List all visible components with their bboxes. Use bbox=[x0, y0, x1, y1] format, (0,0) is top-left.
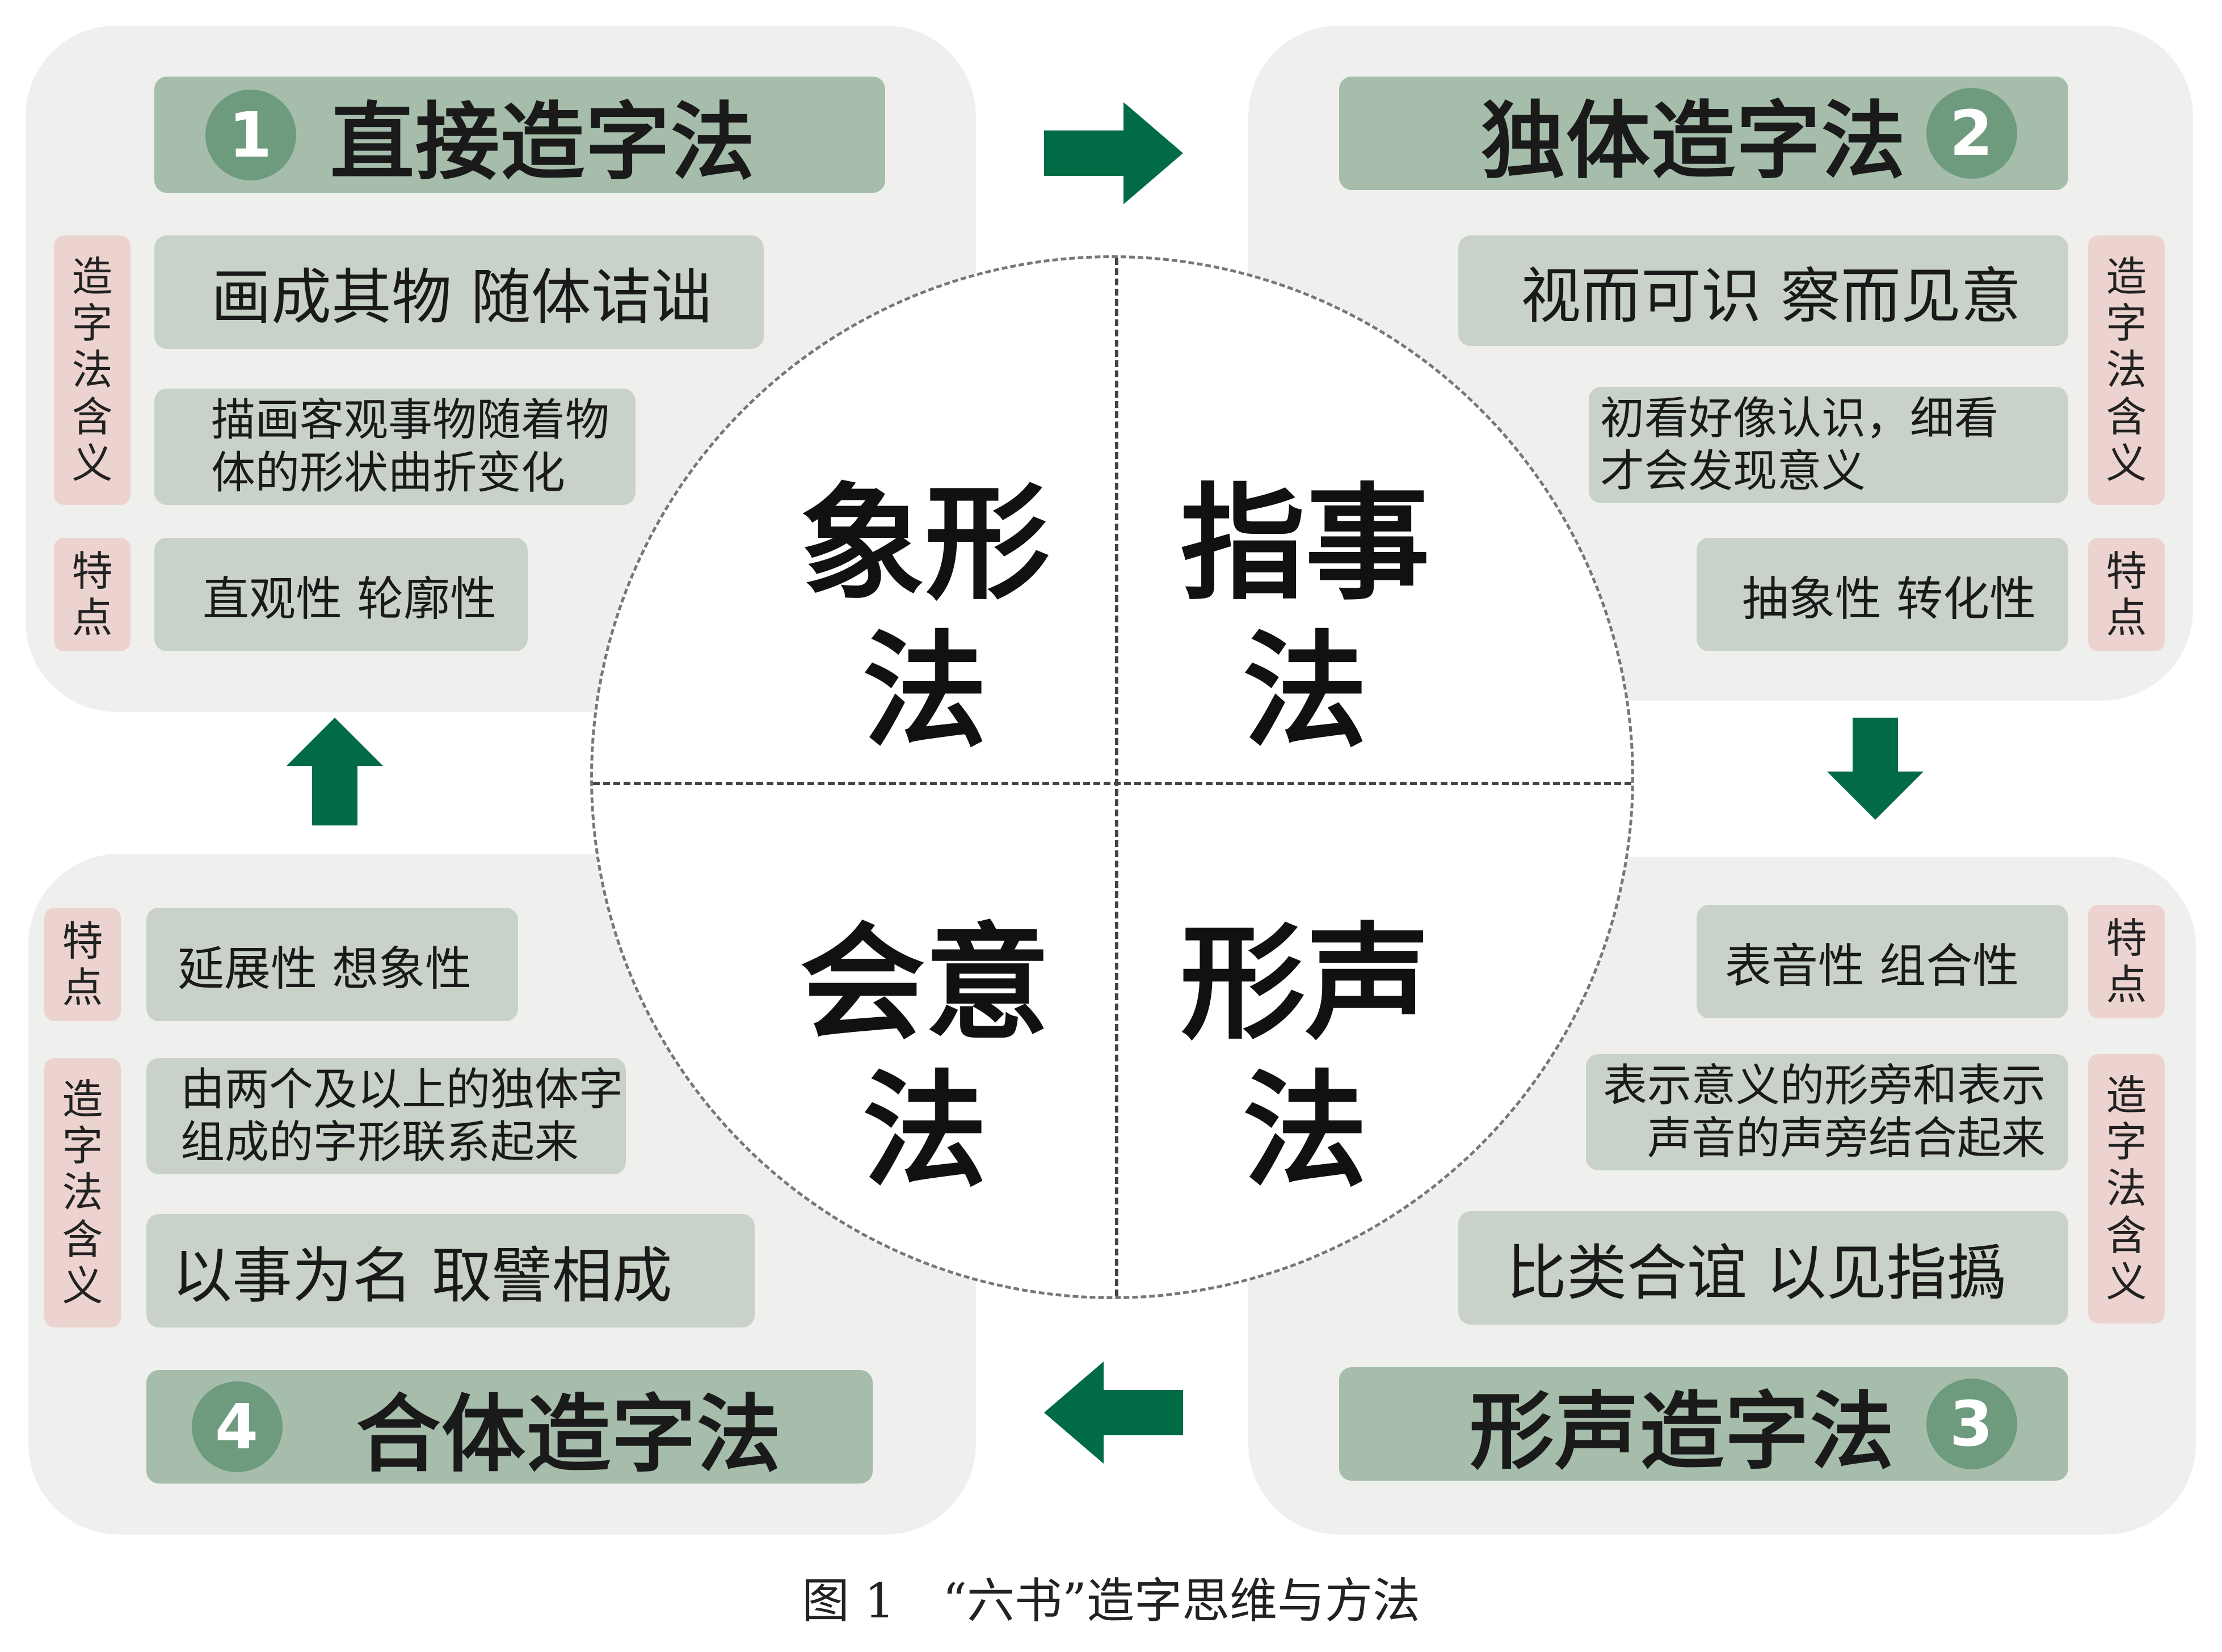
arrow-right-icon bbox=[1044, 102, 1183, 204]
description-compound: 由两个及以上的独体字 组成的字形联系起来 bbox=[146, 1058, 626, 1174]
title-independent: 独体造字法 2 bbox=[1339, 77, 2068, 190]
motto-compound-text: 以事为名 取譬相成 bbox=[172, 1241, 672, 1311]
motto-phonetic-text: 比类合谊 以见指撝 bbox=[1506, 1238, 2007, 1308]
center-circle bbox=[590, 255, 1634, 1299]
figure-caption: 图 1 “六书”造字思维与方法 bbox=[801, 1573, 1421, 1629]
title-compound: 4 合体造字法 bbox=[146, 1370, 873, 1484]
arrow-down-icon bbox=[1827, 718, 1924, 820]
center-label-associative: 会意法 bbox=[799, 911, 1050, 1204]
features-direct-text: 直观性 轮廓性 bbox=[203, 572, 497, 626]
feature-tag-compound: 特点 bbox=[44, 908, 121, 1021]
motto-independent-text: 视而可识 察而见意 bbox=[1521, 261, 2021, 331]
features-independent: 抽象性 转化性 bbox=[1697, 538, 2068, 651]
title-direct-text: 直接造字法 bbox=[330, 94, 756, 191]
description-independent: 初看好像认识，细看 才会发现意义 bbox=[1589, 387, 2068, 503]
description-independent-line-2: 才会发现意义 bbox=[1600, 445, 1866, 497]
meaning-tag-compound: 造字法含义 bbox=[44, 1058, 121, 1328]
meaning-tag-phonetic: 造字法含义 bbox=[2088, 1054, 2165, 1324]
number-badge-1: 1 bbox=[205, 89, 296, 180]
title-phonetic-text: 形声造字法 bbox=[1470, 1383, 1895, 1481]
features-phonetic: 表音性 组合性 bbox=[1697, 905, 2068, 1018]
title-direct: 1 直接造字法 bbox=[154, 77, 885, 193]
center-label-pictographic: 象形法 bbox=[799, 471, 1050, 764]
meaning-tag-independent: 造字法含义 bbox=[2088, 235, 2165, 505]
features-phonetic-text: 表音性 组合性 bbox=[1725, 939, 2019, 993]
title-phonetic: 形声造字法 3 bbox=[1339, 1367, 2068, 1481]
vertical-divider bbox=[1115, 258, 1118, 1296]
description-independent-line-1: 初看好像认识，细看 bbox=[1600, 393, 1999, 445]
description-compound-line-2: 组成的字形联系起来 bbox=[180, 1116, 579, 1168]
feature-tag-independent: 特点 bbox=[2088, 538, 2165, 651]
motto-independent: 视而可识 察而见意 bbox=[1458, 235, 2068, 346]
motto-direct-text: 画成其物 随体诘诎 bbox=[211, 263, 712, 332]
features-direct: 直观性 轮廓性 bbox=[154, 538, 528, 651]
description-direct-line-2: 体的形状曲折变化 bbox=[211, 447, 566, 499]
meaning-tag-direct: 造字法含义 bbox=[54, 235, 131, 505]
center-label-phonosemantic: 形声法 bbox=[1180, 911, 1430, 1204]
title-independent-text: 独体造字法 bbox=[1481, 92, 1907, 190]
features-independent-text: 抽象性 转化性 bbox=[1742, 572, 2036, 626]
description-direct-line-1: 描画客观事物随着物 bbox=[211, 395, 610, 446]
description-phonetic-line-1: 表示意义的形旁和表示 bbox=[1602, 1060, 2046, 1112]
horizontal-divider bbox=[593, 782, 1631, 785]
feature-tag-direct: 特点 bbox=[54, 538, 131, 651]
features-compound-text: 延展性 想象性 bbox=[178, 942, 472, 996]
description-direct: 描画客观事物随着物 体的形状曲折变化 bbox=[154, 389, 636, 505]
number-badge-2: 2 bbox=[1926, 88, 2017, 179]
motto-compound: 以事为名 取譬相成 bbox=[146, 1214, 755, 1328]
features-compound: 延展性 想象性 bbox=[146, 908, 518, 1021]
description-phonetic: 表示意义的形旁和表示 声音的声旁结合起来 bbox=[1586, 1054, 2068, 1170]
motto-direct: 画成其物 随体诘诎 bbox=[154, 235, 764, 349]
number-badge-3: 3 bbox=[1926, 1379, 2017, 1469]
feature-tag-phonetic: 特点 bbox=[2088, 905, 2165, 1018]
motto-phonetic: 比类合谊 以见指撝 bbox=[1458, 1211, 2068, 1325]
title-compound-text: 合体造字法 bbox=[356, 1385, 782, 1484]
description-compound-line-1: 由两个及以上的独体字 bbox=[180, 1064, 624, 1116]
center-label-indicative: 指事法 bbox=[1180, 471, 1430, 764]
arrow-up-icon bbox=[287, 718, 383, 825]
arrow-left-icon bbox=[1044, 1362, 1183, 1464]
description-phonetic-line-2: 声音的声旁结合起来 bbox=[1647, 1112, 2046, 1164]
number-badge-4: 4 bbox=[192, 1381, 283, 1472]
